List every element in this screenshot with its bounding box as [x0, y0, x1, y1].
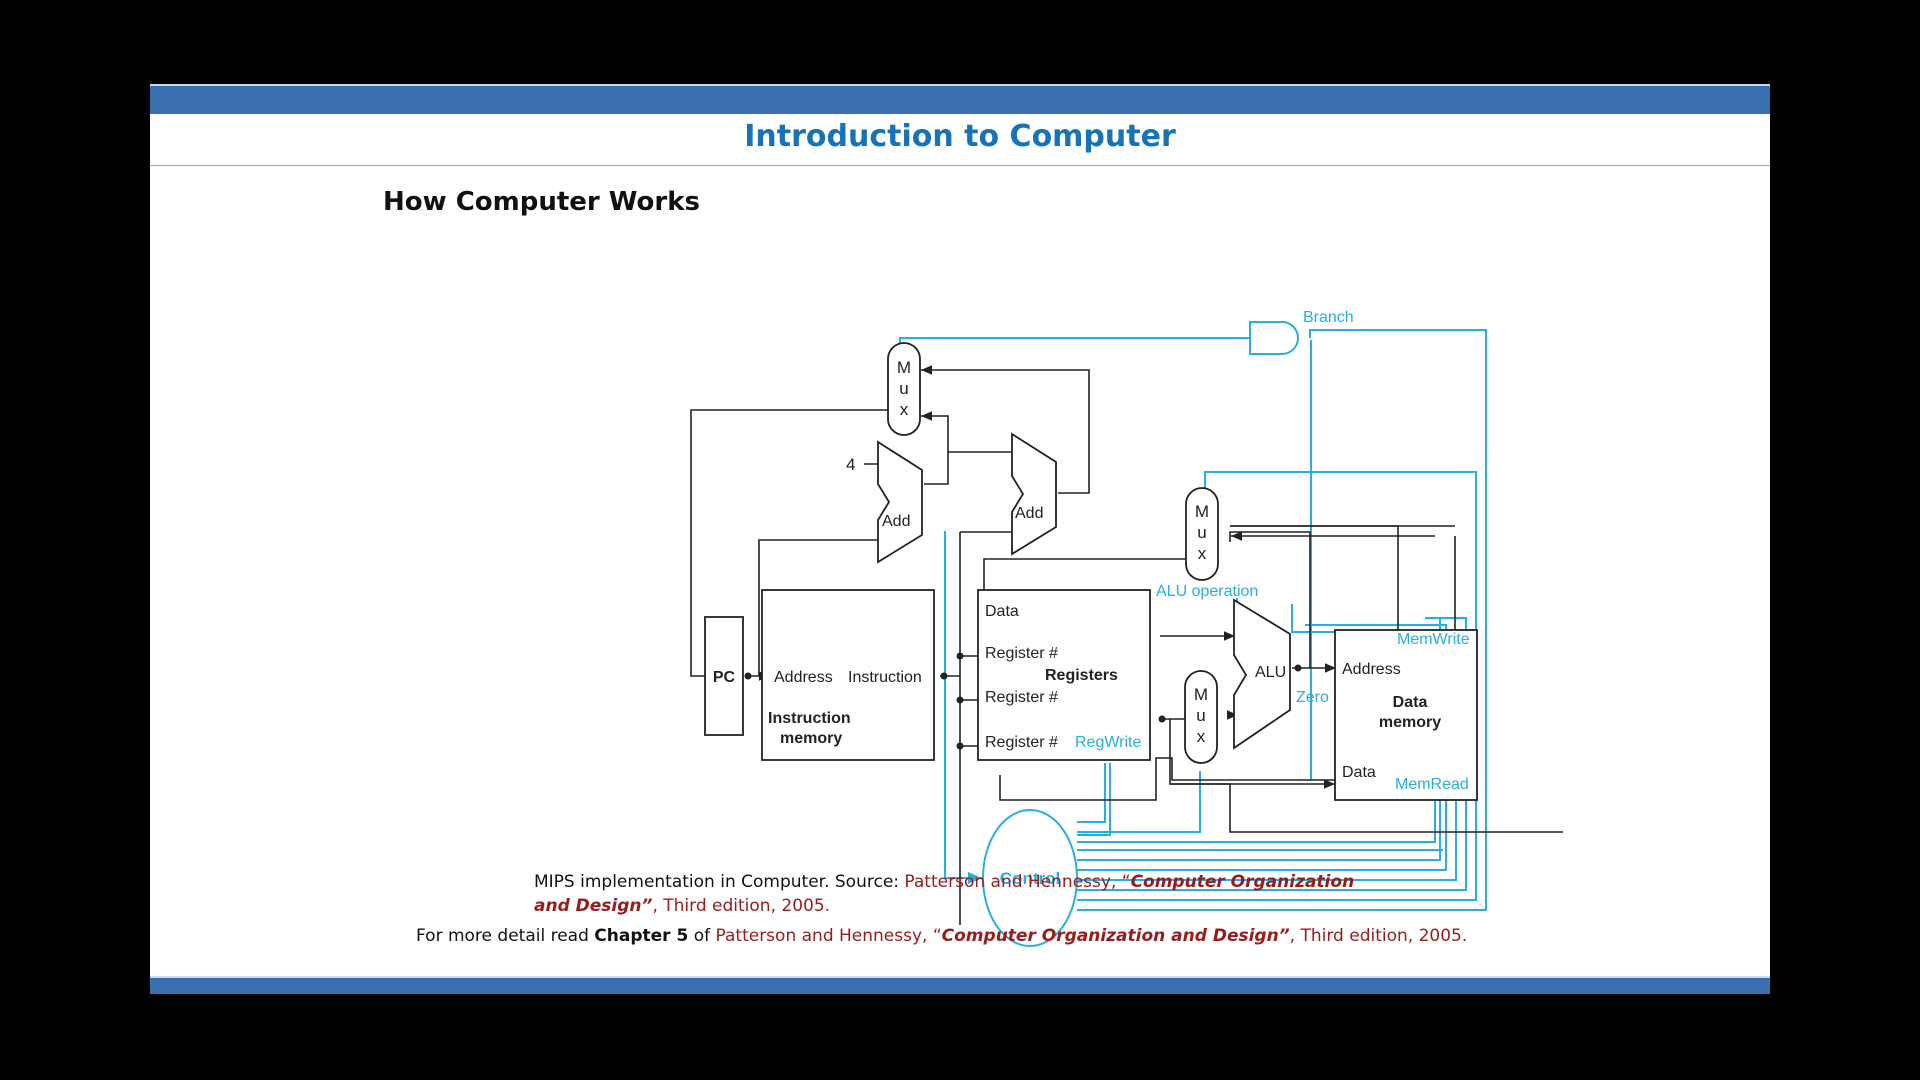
reg-num-1: Register # [985, 645, 1058, 662]
memread-label: MemRead [1395, 776, 1469, 793]
mux-pc-x: x [900, 400, 909, 419]
footer-authors: Patterson and Hennessy, “ [715, 926, 942, 946]
imem-address: Address [774, 669, 833, 686]
pc-adder: 4 Add [846, 440, 923, 564]
branch-label: Branch [1303, 309, 1354, 326]
control-label: Control [1000, 869, 1060, 888]
caption-prefix: MIPS implementation in Computer. Source: [534, 872, 905, 892]
footer-chapter: Chapter 5 [594, 926, 689, 946]
alu: ALU Zero [1233, 598, 1329, 750]
pc-label: PC [713, 669, 736, 686]
caption-edition: , Third edition, 2005. [652, 896, 831, 916]
registers-title: Registers [1045, 667, 1118, 684]
memwrite-label: MemWrite [1397, 631, 1470, 648]
imem-title-1: Instruction [768, 710, 851, 727]
instruction-memory: Address Instruction Instruction memory [761, 589, 948, 761]
mux-alu-src: M u x [1158, 670, 1218, 764]
mux-alu-m: M [1194, 685, 1208, 704]
dmem-data: Data [1342, 764, 1376, 781]
branch-adder: Add [1011, 432, 1057, 556]
control-unit: Control [982, 809, 1078, 947]
branch-adder-label: Add [1015, 505, 1043, 522]
mux-wb-u: u [1197, 523, 1206, 542]
mux-alu-x: x [1197, 727, 1206, 746]
program-counter: PC [704, 616, 752, 736]
zero-label: Zero [1296, 689, 1329, 706]
reg-num-2: Register # [985, 689, 1058, 706]
data-memory: MemWrite Address Data memory Data MemRea… [1334, 629, 1478, 801]
mux-pc-m: M [897, 358, 911, 377]
reg-data-label: Data [985, 603, 1019, 620]
regwrite-label: RegWrite [1075, 734, 1141, 751]
dmem-title-2: memory [1379, 714, 1441, 731]
slide-top-bar [150, 84, 1770, 114]
dmem-address: Address [1342, 661, 1401, 678]
alu-operation-label: ALU operation [1156, 583, 1258, 600]
title-rule [150, 165, 1770, 166]
alu-label: ALU [1255, 664, 1286, 681]
slide-subtitle: How Computer Works [383, 187, 700, 217]
mux-pc-u: u [899, 379, 908, 398]
imem-title-2: memory [780, 730, 842, 747]
constant-four: 4 [846, 455, 855, 474]
imem-instruction: Instruction [848, 669, 922, 686]
footer-note: For more detail read Chapter 5 of Patter… [416, 924, 1616, 948]
mux-alu-u: u [1196, 706, 1205, 725]
caption-authors: Patterson and Hennessy, “ [904, 872, 1131, 892]
slide-bottom-bar [150, 976, 1770, 994]
mips-datapath-diagram: M u x Branch 4 Add Add PC Address [690, 309, 1563, 947]
dmem-title-1: Data [1393, 694, 1428, 711]
mux-wb-x: x [1198, 544, 1207, 563]
pc-adder-label: Add [882, 513, 910, 530]
slide-title: Introduction to Computer [744, 119, 1176, 154]
footer-book: Computer Organization and Design” [941, 926, 1290, 946]
slide: Introduction to Computer How Computer Wo… [150, 84, 1770, 994]
footer-of: of [688, 926, 716, 946]
footer-prefix: For more detail read [416, 926, 595, 946]
mux-wb-m: M [1195, 502, 1209, 521]
mux-pc: M u x [887, 342, 921, 436]
mux-writeback: M u x ALU operation [1156, 487, 1258, 600]
footer-edition: , Third edition, 2005. [1289, 926, 1468, 946]
register-file: Data Register # Registers Register # Reg… [956, 589, 1151, 761]
source-caption: MIPS implementation in Computer. Source:… [534, 870, 1394, 918]
reg-num-3: Register # [985, 734, 1058, 751]
and-gate: Branch [1249, 309, 1354, 355]
caption-book: Computer Organization and Design” [534, 872, 1355, 916]
